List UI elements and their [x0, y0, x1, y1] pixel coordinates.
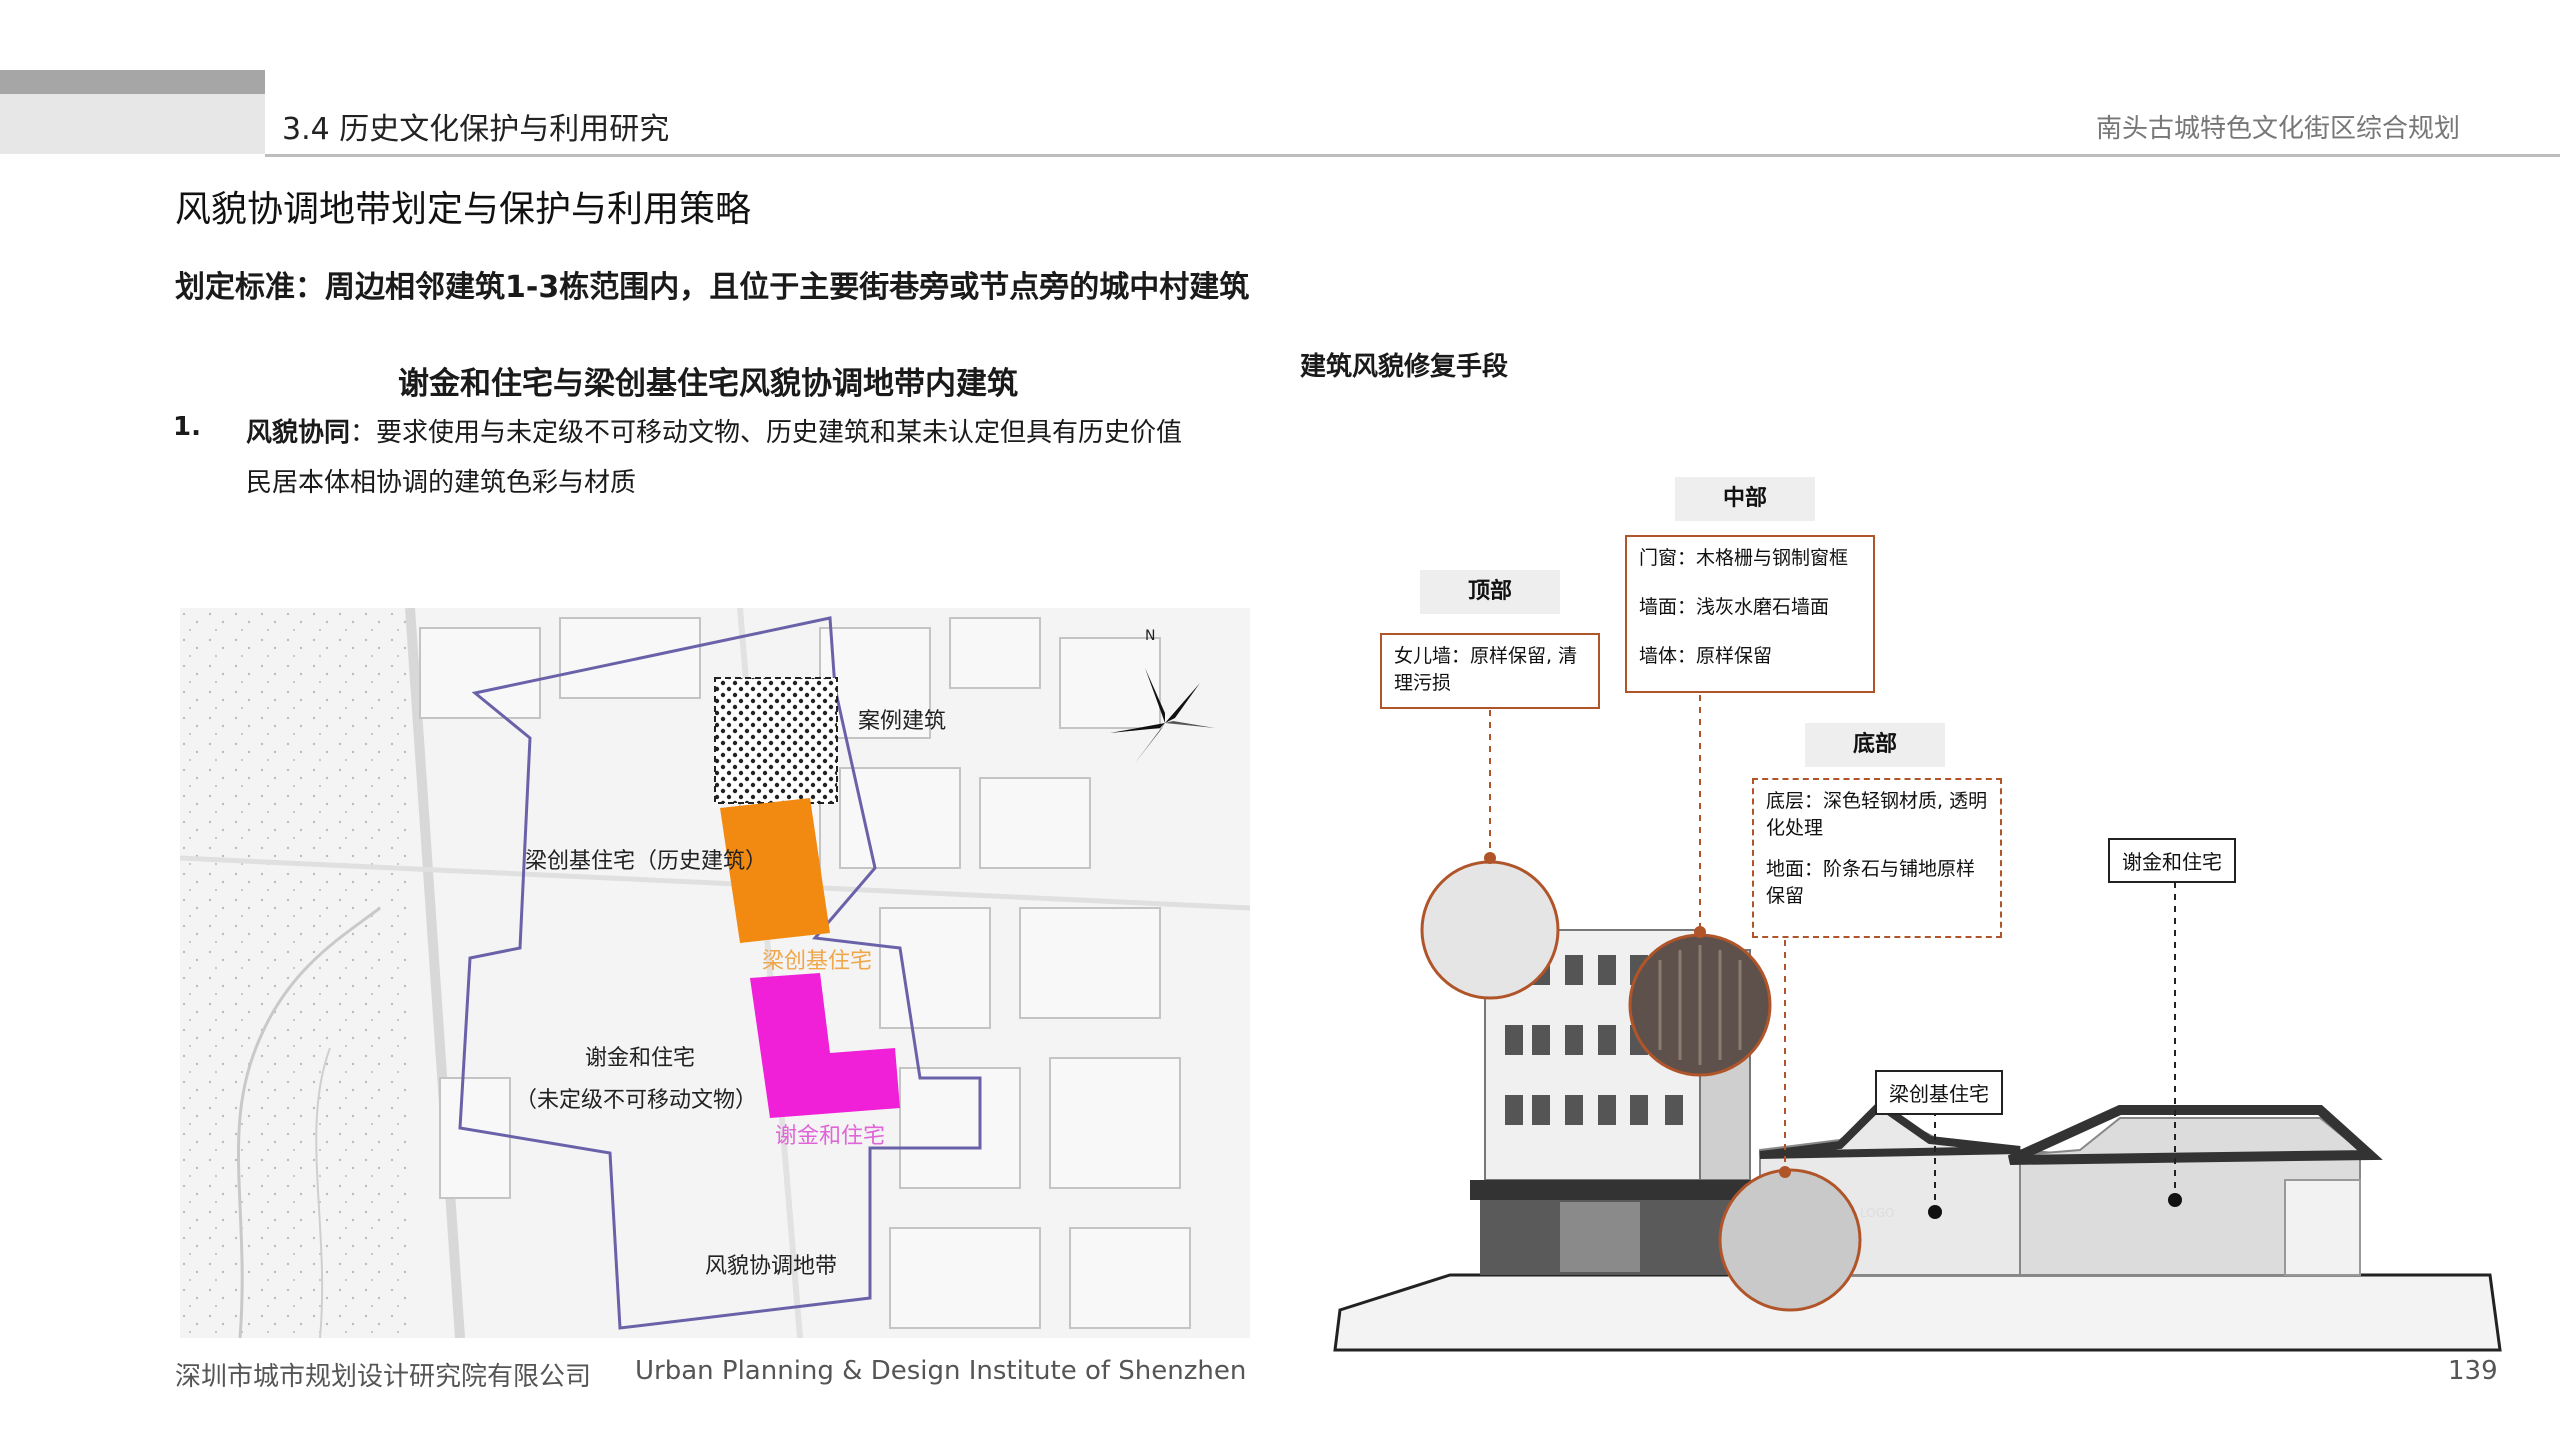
page-number: 139: [2448, 1356, 2498, 1386]
liang-building-name: 梁创基住宅: [762, 949, 873, 974]
header-rule: [265, 154, 2560, 157]
zone-label: 风貌协调地带: [705, 1254, 838, 1279]
elevation-heading: 建筑风貌修复手段: [1300, 352, 1509, 382]
site-plan-drawing: [180, 608, 1250, 1338]
zone-boundary: [458, 616, 982, 1330]
callout-middle-item-3: 墙体：原样保留: [1639, 645, 1773, 667]
project-title: 南头古城特色文化街区综合规划: [2095, 114, 2460, 144]
detail-circle-top: [1420, 860, 1560, 1000]
case-building-hatch: [714, 677, 838, 804]
callout-middle-item-1: 门窗：木格栅与钢制窗框: [1639, 547, 1849, 569]
header-bar-dark: [0, 70, 265, 94]
point-line-2: 民居本体相协调的建筑色彩与材质: [246, 468, 637, 498]
detail-circle-bottom: [1718, 1168, 1862, 1312]
callout-top-text: 女儿墙：原样保留, 清理污损: [1394, 645, 1578, 694]
callout-middle: 门窗：木格栅与钢制窗框 墙面：浅灰水磨石墙面 墙体：原样保留: [1625, 535, 1875, 693]
logo-text: LOGO: [1860, 1206, 1895, 1220]
footer-org-en: Urban Planning & Design Institute of She…: [635, 1356, 1247, 1386]
section-title: 3.4 历史文化保护与利用研究: [282, 112, 670, 147]
tag-bottom: 底部: [1805, 723, 1945, 767]
callout-bottom-item-2: 地面：阶条石与铺地原样保留: [1766, 858, 1976, 907]
page-title: 风貌协调地带划定与保护与利用策略: [175, 189, 752, 230]
callout-bottom: 底层：深色轻钢材质, 透明化处理 地面：阶条石与铺地原样保留: [1752, 778, 2002, 938]
liang-building-label: 梁创基住宅（历史建筑）: [525, 849, 768, 874]
point-keyword: 风貌协同: [246, 418, 351, 448]
criteria-text: 划定标准：周边相邻建筑1-3栋范围内，且位于主要街巷旁或节点旁的城中村建筑: [175, 270, 1250, 305]
xie-building-name: 谢金和住宅: [775, 1124, 886, 1149]
xie-building-shape: [750, 973, 900, 1118]
footer-org-cn: 深圳市城市规划设计研究院有限公司: [175, 1362, 592, 1392]
header-bar-light: [0, 94, 265, 154]
liang-building-shape: [720, 798, 830, 943]
point-text: ：要求使用与未定级不可移动文物、历史建筑和某未认定但具有历史价值: [350, 418, 1183, 448]
label-liang-house: 梁创基住宅: [1875, 1070, 2003, 1115]
callout-middle-item-2: 墙面：浅灰水磨石墙面: [1639, 596, 1830, 618]
elevation-platform: [1333, 1273, 2502, 1352]
tag-middle: 中部: [1675, 477, 1815, 521]
label-xie-house: 谢金和住宅: [2108, 838, 2236, 883]
point-number: 1.: [173, 412, 201, 442]
case-building-label: 案例建筑: [858, 709, 947, 734]
callout-bottom-item-1: 底层：深色轻钢材质, 透明化处理: [1766, 790, 1988, 839]
xie-building-sublabel: （未定级不可移动文物）: [515, 1088, 758, 1113]
tag-top: 顶部: [1420, 570, 1560, 614]
north-arrow-icon: [1110, 668, 1215, 763]
north-label: N: [1145, 628, 1156, 644]
site-plan-map: N 案例建筑 梁创基住宅（历史建筑） 梁创基住宅 谢金和住宅 （未定级不可移动文…: [180, 608, 1250, 1338]
elevation-drawing: [1333, 695, 2502, 1352]
left-section-heading: 谢金和住宅与梁创基住宅风貌协调地带内建筑: [398, 366, 1018, 402]
point-line-1: 风貌协同：要求使用与未定级不可移动文物、历史建筑和某未认定但具有历史价值: [246, 412, 1182, 449]
callout-top: 女儿墙：原样保留, 清理污损: [1380, 633, 1600, 709]
xie-building-label: 谢金和住宅: [585, 1046, 696, 1071]
